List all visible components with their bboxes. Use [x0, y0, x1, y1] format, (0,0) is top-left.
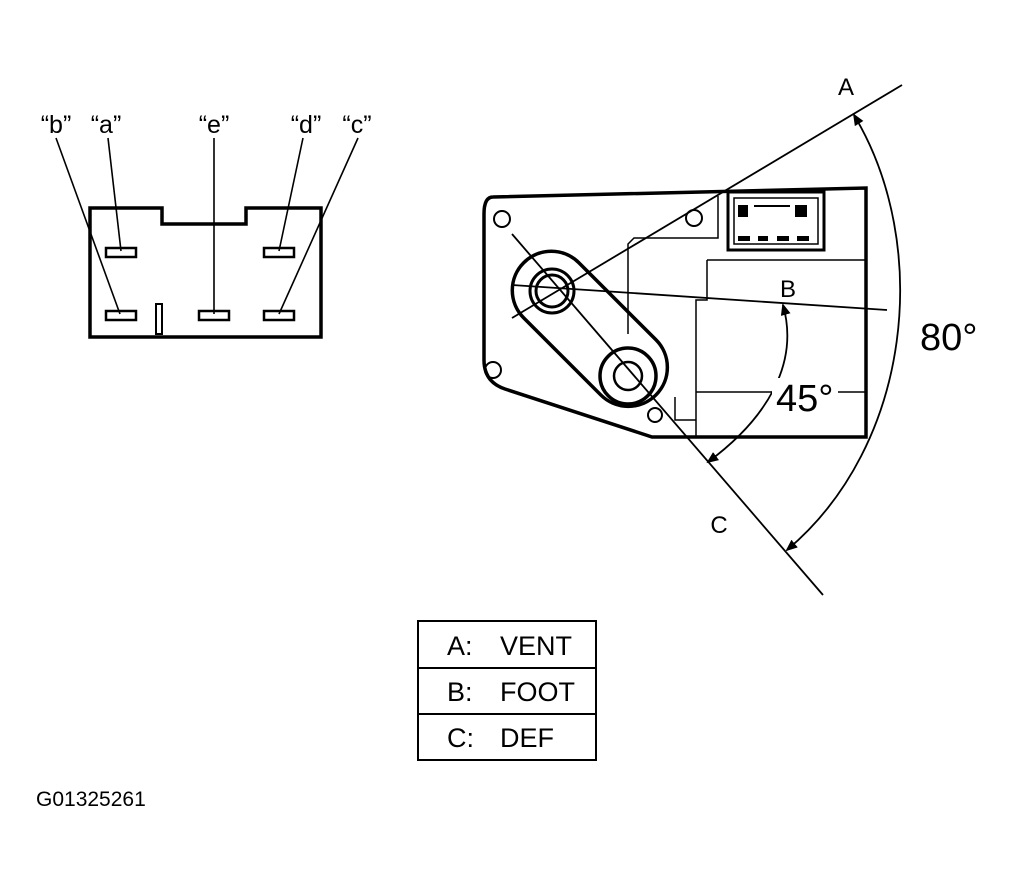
- actuator-connector: [726, 190, 826, 252]
- lever-pin-inner: [612, 360, 644, 392]
- mounting-hole-top-left: [493, 210, 511, 228]
- angle-45-backdrop: [772, 378, 838, 416]
- mounting-hole-bottom-left: [484, 361, 502, 379]
- actuator-inner-outline: [627, 196, 719, 334]
- pin-label-e: “e”: [199, 111, 230, 139]
- leader-b: [55, 137, 121, 315]
- position-label-b: B: [780, 276, 796, 303]
- connector-view: “b” “a” “e” “d” “c”: [41, 111, 372, 339]
- lever-pivot-outer: [528, 267, 576, 315]
- pin-label-d: “d”: [291, 111, 322, 139]
- legend-value-c: DEF: [500, 723, 554, 753]
- leader-c: [278, 137, 359, 315]
- leader-a: [107, 137, 122, 252]
- figure-code: G01325261: [36, 788, 146, 811]
- position-line-c: [511, 233, 824, 596]
- pin-label-b: “b”: [41, 111, 72, 139]
- pin-label-c: “c”: [342, 111, 371, 139]
- mounting-hole-bottom-mid: [647, 407, 663, 423]
- position-label-a: A: [838, 74, 854, 101]
- terminal-b: [104, 309, 138, 322]
- lever-pivot-inner: [534, 273, 570, 309]
- pin-label-a: “a”: [91, 111, 122, 139]
- lever-arm: [510, 249, 670, 409]
- position-label-c: C: [710, 512, 727, 539]
- lever-pin-outer: [598, 346, 658, 406]
- connector-key: [155, 303, 163, 335]
- legend-value-b: FOOT: [500, 677, 575, 707]
- legend-key-a: A:: [447, 631, 473, 661]
- legend-table: A: VENT B: FOOT C: DEF: [417, 620, 597, 761]
- connector-housing: [88, 206, 323, 339]
- legend-key-b: B:: [447, 677, 473, 707]
- angle-label-80: 80°: [920, 317, 977, 359]
- actuator-body: [482, 186, 868, 439]
- actuator-view: A B C 45° 80°: [482, 74, 977, 596]
- legend-key-c: C:: [447, 723, 474, 753]
- angle-label-45: 45°: [776, 378, 833, 420]
- leader-d: [278, 137, 304, 252]
- terminal-c: [262, 309, 296, 322]
- legend-value-a: VENT: [500, 631, 572, 661]
- angle-arc-80: [785, 113, 902, 552]
